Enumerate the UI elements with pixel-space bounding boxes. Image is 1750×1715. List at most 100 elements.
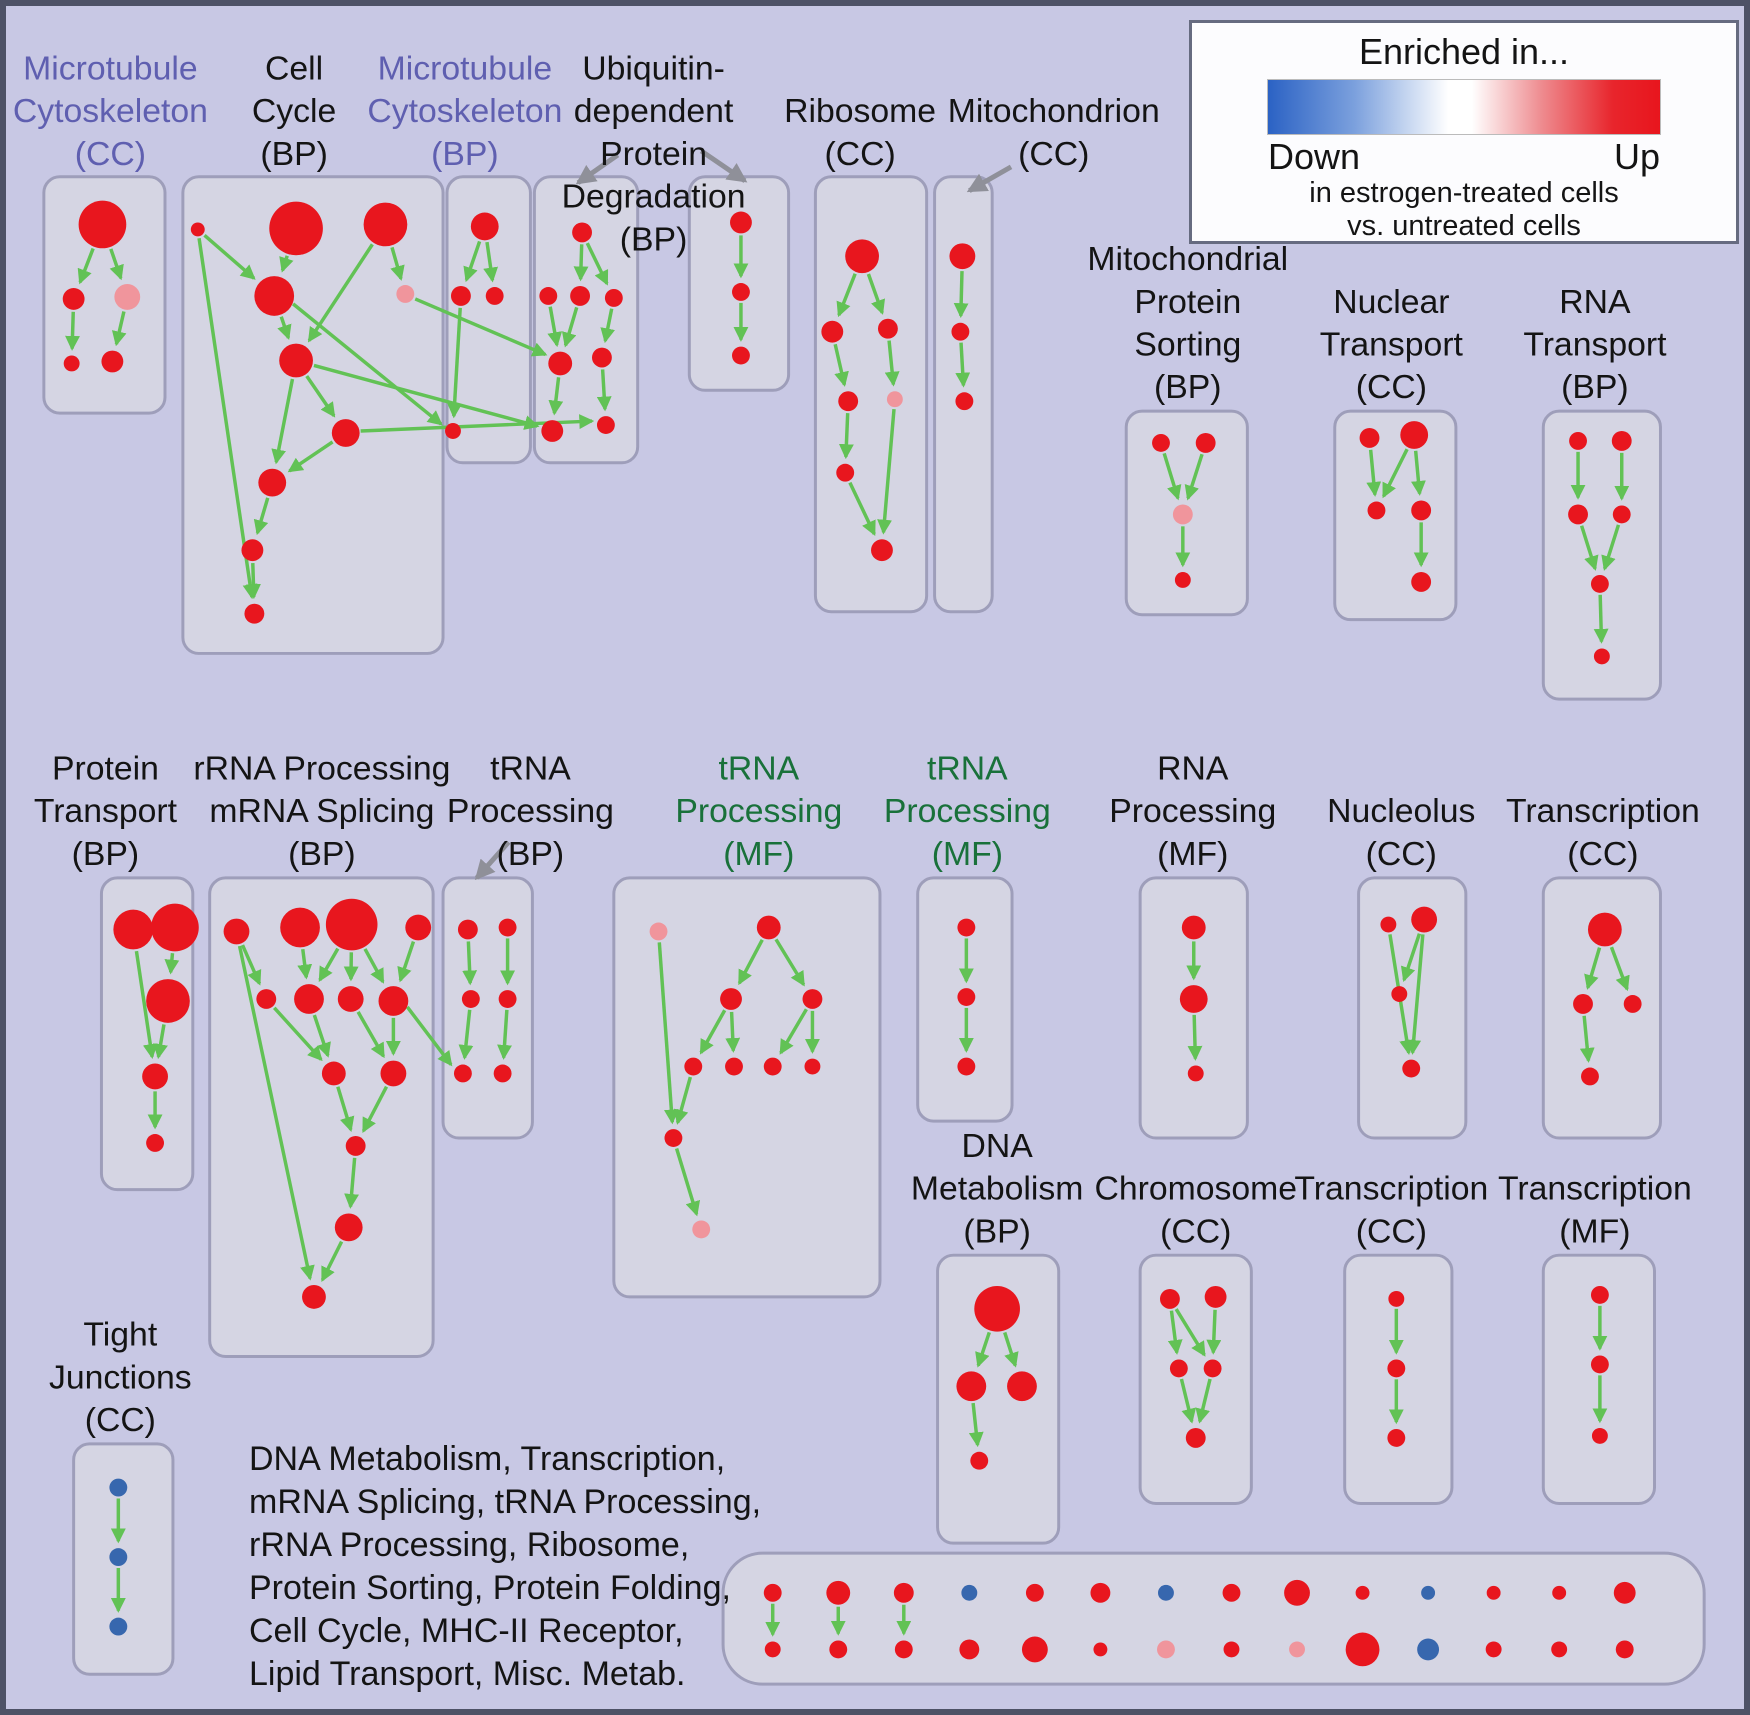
- trna-processing-mf-1-node-6: [763, 1057, 782, 1076]
- microtubule-cytoskeleton-bp-node-0: [470, 212, 499, 241]
- ubiquitin-protein-degradation-bp-edge-1: [585, 242, 609, 286]
- misc-categories-node-0: [763, 1583, 782, 1602]
- misc-label-line-2: rRNA Processing, Ribosome,: [249, 1526, 690, 1564]
- microtubule-cytoskeleton-cc-node-3: [63, 355, 80, 372]
- cell-cycle-bp-node-6: [331, 419, 360, 447]
- protein-transport-bp-node-0: [113, 909, 154, 950]
- ubiquitin-protein-degradation-bp-node-7: [596, 416, 615, 434]
- rrna-processing-mrna-splicing-bp-node-4: [256, 989, 277, 1009]
- label-pointer-arrow-0: [575, 152, 620, 185]
- rrna-processing-mrna-splicing-bp-edge-0: [240, 944, 262, 986]
- cell-cycle-bp-node-9: [244, 603, 265, 624]
- ribosome-cc-box: [813, 175, 929, 614]
- chromosome-cc-label: Chromosome(CC): [1094, 1170, 1297, 1251]
- ubiquitin-protein-degradation-bp-node-1: [539, 287, 558, 305]
- transcription-mf-label: Transcription(MF): [1498, 1170, 1692, 1251]
- protein-transport-bp-node-4: [146, 1134, 165, 1152]
- microtubule-cytoskeleton-cc-node-0: [78, 200, 127, 249]
- chromosome-cc-node-1: [1204, 1285, 1227, 1308]
- transcription-cc-upper-edge-1: [1609, 946, 1630, 992]
- nucleolus-cc-edge-1: [1406, 934, 1425, 1055]
- trna-processing-bp-node-3: [498, 990, 517, 1008]
- cross-group-edge-0: [292, 302, 443, 426]
- transcription-cc-upper-node-1: [1573, 994, 1593, 1014]
- chromosome-cc-node-2: [1169, 1359, 1188, 1378]
- chromosome-cc-node-3: [1203, 1359, 1222, 1378]
- misc-categories-node-22: [1289, 1641, 1305, 1658]
- microtubule-cytoskeleton-bp-node-2: [485, 287, 504, 305]
- mitochondrion-cc-node-1: [951, 322, 970, 341]
- misc-categories-node-19: [1093, 1642, 1108, 1657]
- misc-categories-box: [721, 1551, 1706, 1686]
- cell-cycle-bp-node-2: [363, 202, 408, 247]
- misc-categories-node-8: [1284, 1579, 1310, 1606]
- trna-processing-bp-box: [441, 876, 534, 1140]
- transcription-mf-node-2: [1591, 1427, 1608, 1444]
- chromosome-cc-box: [1138, 1253, 1253, 1505]
- tight-junctions-cc-node-2: [109, 1617, 128, 1636]
- trna-processing-mf-2-node-1: [957, 988, 976, 1006]
- rna-transport-bp-node-4: [1590, 574, 1609, 593]
- ubiquitin-protein-degradation-bp-2-node-0: [730, 211, 752, 234]
- misc-categories-node-4: [1025, 1583, 1044, 1602]
- rrna-processing-mrna-splicing-bp-node-3: [405, 914, 432, 941]
- transcription-cc-lower-node-2: [1387, 1428, 1406, 1447]
- legend-subtitle-1: in estrogen-treated cells: [1309, 177, 1619, 209]
- cell-cycle-bp-node-7: [258, 468, 287, 497]
- legend-subtitle-2: vs. untreated cells: [1347, 210, 1581, 242]
- trna-processing-bp-node-1: [498, 918, 517, 937]
- ribosome-cc-node-5: [836, 463, 855, 482]
- nuclear-transport-cc-node-2: [1367, 501, 1386, 520]
- mitochondrion-cc-edge-0: [953, 271, 969, 319]
- rrna-processing-mrna-splicing-bp-edge-6: [273, 1006, 323, 1062]
- misc-categories-node-17: [959, 1639, 980, 1660]
- rrna-processing-mrna-splicing-bp-edge-4: [363, 948, 385, 984]
- ubiquitin-protein-degradation-bp-node-6: [541, 420, 564, 442]
- cell-cycle-bp-node-1: [269, 201, 323, 256]
- ribosome-cc-node-1: [821, 320, 844, 343]
- microtubule-cytoskeleton-cc-edge-1: [109, 248, 124, 281]
- protein-transport-bp-node-1: [151, 903, 199, 952]
- trna-processing-mf-1-node-0: [649, 922, 668, 941]
- chromosome-cc-edge-0: [1167, 1310, 1183, 1355]
- cell-cycle-bp-edge-8: [253, 497, 270, 536]
- misc-categories-node-7: [1222, 1583, 1241, 1602]
- transcription-mf-node-0: [1590, 1285, 1609, 1304]
- cell-cycle-bp-node-3: [254, 276, 295, 316]
- cell-cycle-bp-edge-0: [203, 233, 256, 280]
- misc-categories-node-24: [1417, 1638, 1440, 1661]
- ubiquitin-protein-degradation-bp-edge-6: [596, 369, 612, 412]
- misc-label-line-3: Protein Sorting, Protein Folding,: [249, 1569, 731, 1607]
- nuclear-transport-cc-node-4: [1411, 572, 1432, 592]
- protein-transport-bp-edge-1: [134, 950, 158, 1060]
- misc-categories-node-26: [1551, 1641, 1568, 1658]
- rna-transport-bp-node-1: [1611, 431, 1632, 451]
- cell-cycle-bp-edge-5: [305, 375, 336, 418]
- misc-categories-node-2: [893, 1582, 914, 1603]
- rrna-processing-mrna-splicing-bp-node-2: [325, 898, 378, 951]
- trna-processing-bp-edge-0: [462, 941, 478, 986]
- ribosome-cc-edge-3: [884, 340, 900, 387]
- ribosome-cc-node-3: [838, 391, 859, 412]
- label-pointer-arrow-1: [699, 148, 748, 183]
- cell-cycle-bp-edge-6: [271, 378, 295, 465]
- ribosome-cc-edge-6: [877, 408, 896, 535]
- cell-cycle-bp-node-5: [279, 343, 313, 378]
- trna-processing-mf-1-edge-7: [673, 1076, 693, 1125]
- ribosome-cc-edge-4: [838, 413, 854, 460]
- dna-metabolism-bp-node-3: [970, 1451, 989, 1470]
- rrna-processing-mrna-splicing-bp-edge-11: [361, 1085, 389, 1133]
- dna-metabolism-bp-edge-0: [975, 1331, 991, 1368]
- layer-edges: [65, 148, 1630, 1637]
- rrna-processing-mrna-splicing-bp-edge-2: [318, 947, 340, 982]
- misc-categories-node-25: [1485, 1641, 1502, 1658]
- trna-processing-mf-1-node-1: [756, 915, 781, 940]
- microtubule-cytoskeleton-bp-node-3: [445, 423, 461, 439]
